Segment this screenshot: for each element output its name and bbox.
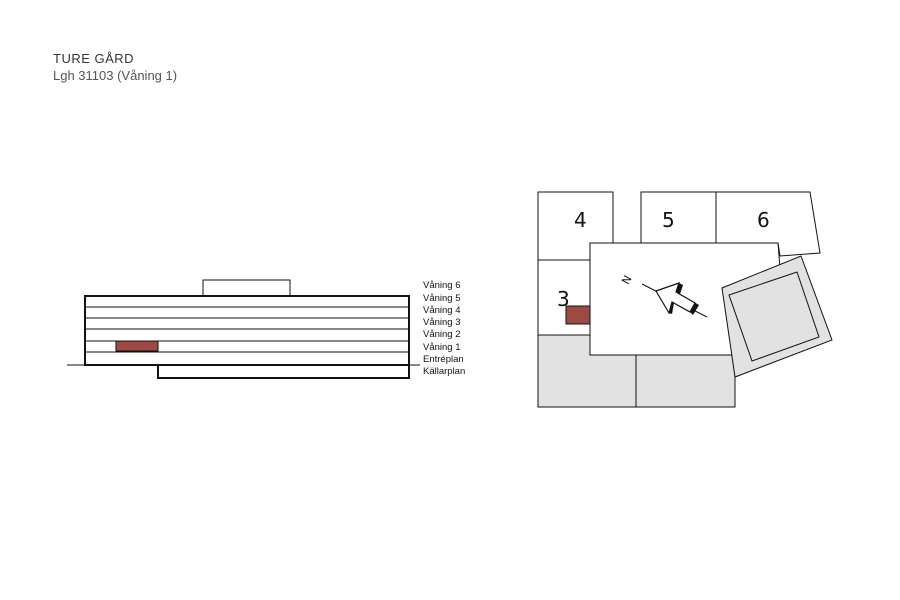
floor-labels: Våning 6 Våning 5 Våning 4 Våning 3 Våni…	[423, 280, 465, 377]
rotated-building-inner	[728, 271, 820, 362]
block-5	[640, 191, 717, 244]
block-number: 5	[662, 208, 675, 232]
main-volume	[84, 295, 410, 366]
floor-label: Våning 2	[423, 329, 461, 340]
basement	[157, 364, 410, 379]
apartment-highlight-section	[115, 340, 159, 352]
block-number: 4	[574, 208, 587, 232]
floor-label: Våning 6	[423, 280, 461, 291]
apartment-highlight-plan	[565, 305, 591, 325]
floor-label: Våning 3	[423, 317, 461, 328]
apartment-subtitle: Lgh 31103 (Våning 1)	[53, 68, 178, 83]
floor-label: Källarplan	[423, 366, 465, 377]
page-title: TURE GÅRD	[53, 51, 135, 66]
floor-label: Våning 5	[423, 293, 461, 304]
site-plan	[537, 191, 833, 408]
floor-label: Våning 1	[423, 342, 461, 353]
building-section	[67, 279, 420, 379]
penthouse	[202, 279, 291, 297]
block-number: 3	[557, 287, 570, 311]
floor-label: Våning 4	[423, 305, 461, 316]
block-number: 6	[757, 208, 770, 232]
floor-label: Entréplan	[423, 354, 464, 365]
block-numbers: 4 5 6 3	[557, 208, 770, 311]
north-arrow-icon: N	[619, 273, 708, 318]
